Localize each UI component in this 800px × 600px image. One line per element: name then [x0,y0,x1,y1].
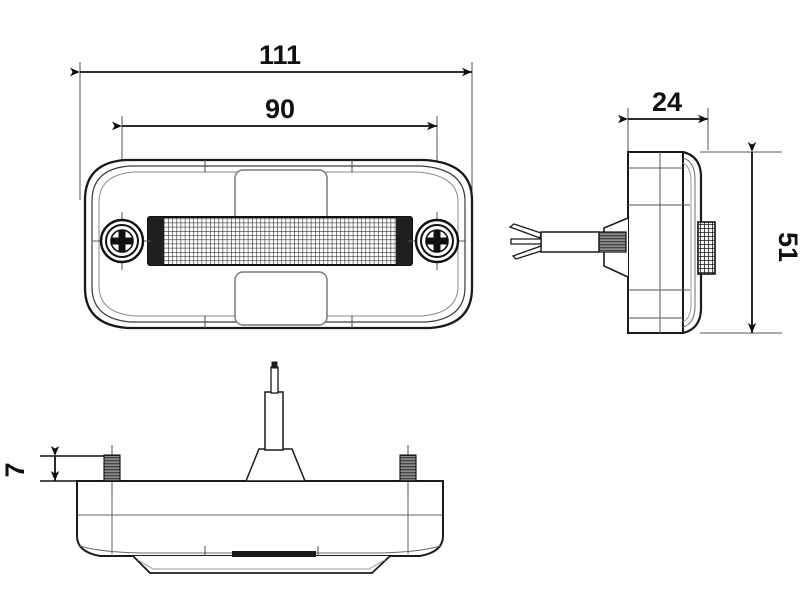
dimension-51: 51 [747,142,800,333]
dimension-24: 24 [618,87,708,124]
cable-stem [244,361,307,482]
dimension-90: 90 [112,94,437,131]
screw-right [408,212,466,270]
dimension-7-label: 7 [0,462,30,477]
dimension-51-label: 51 [773,232,800,262]
cable-stem-shaft [264,391,284,451]
wire-ends [508,223,542,260]
cable-stem-tip [270,366,279,394]
dimension-111-label: 111 [259,40,301,70]
dimension-24-label: 24 [652,87,682,117]
side-view: 24 51 [508,87,800,335]
bottom-lens-edge [232,551,316,557]
cable-sheath [540,231,600,253]
dimension-111: 111 [70,40,472,77]
bottom-lens-skirt [132,551,391,574]
cable-assembly [508,217,629,278]
threaded-stud-left [103,445,121,500]
front-seam-ticks [204,160,353,328]
side-lens-strip [697,221,716,275]
screw-left [93,212,151,270]
dimension-90-label: 90 [265,94,295,124]
bottom-housing-body [76,480,444,557]
side-housing-body [627,151,690,334]
phillips-cross-icon [426,230,448,252]
threaded-stud-right [399,445,417,500]
front-view: 111 90 [70,40,474,330]
lens-grid [147,216,413,266]
cable-stem-cone [244,448,307,482]
panel-bottom [234,271,328,326]
phillips-cross-icon [111,230,133,252]
bottom-view: 7 [0,361,444,574]
cable-stem-cap [271,361,278,369]
panel-top [234,169,328,224]
cable-grommet [597,231,627,253]
